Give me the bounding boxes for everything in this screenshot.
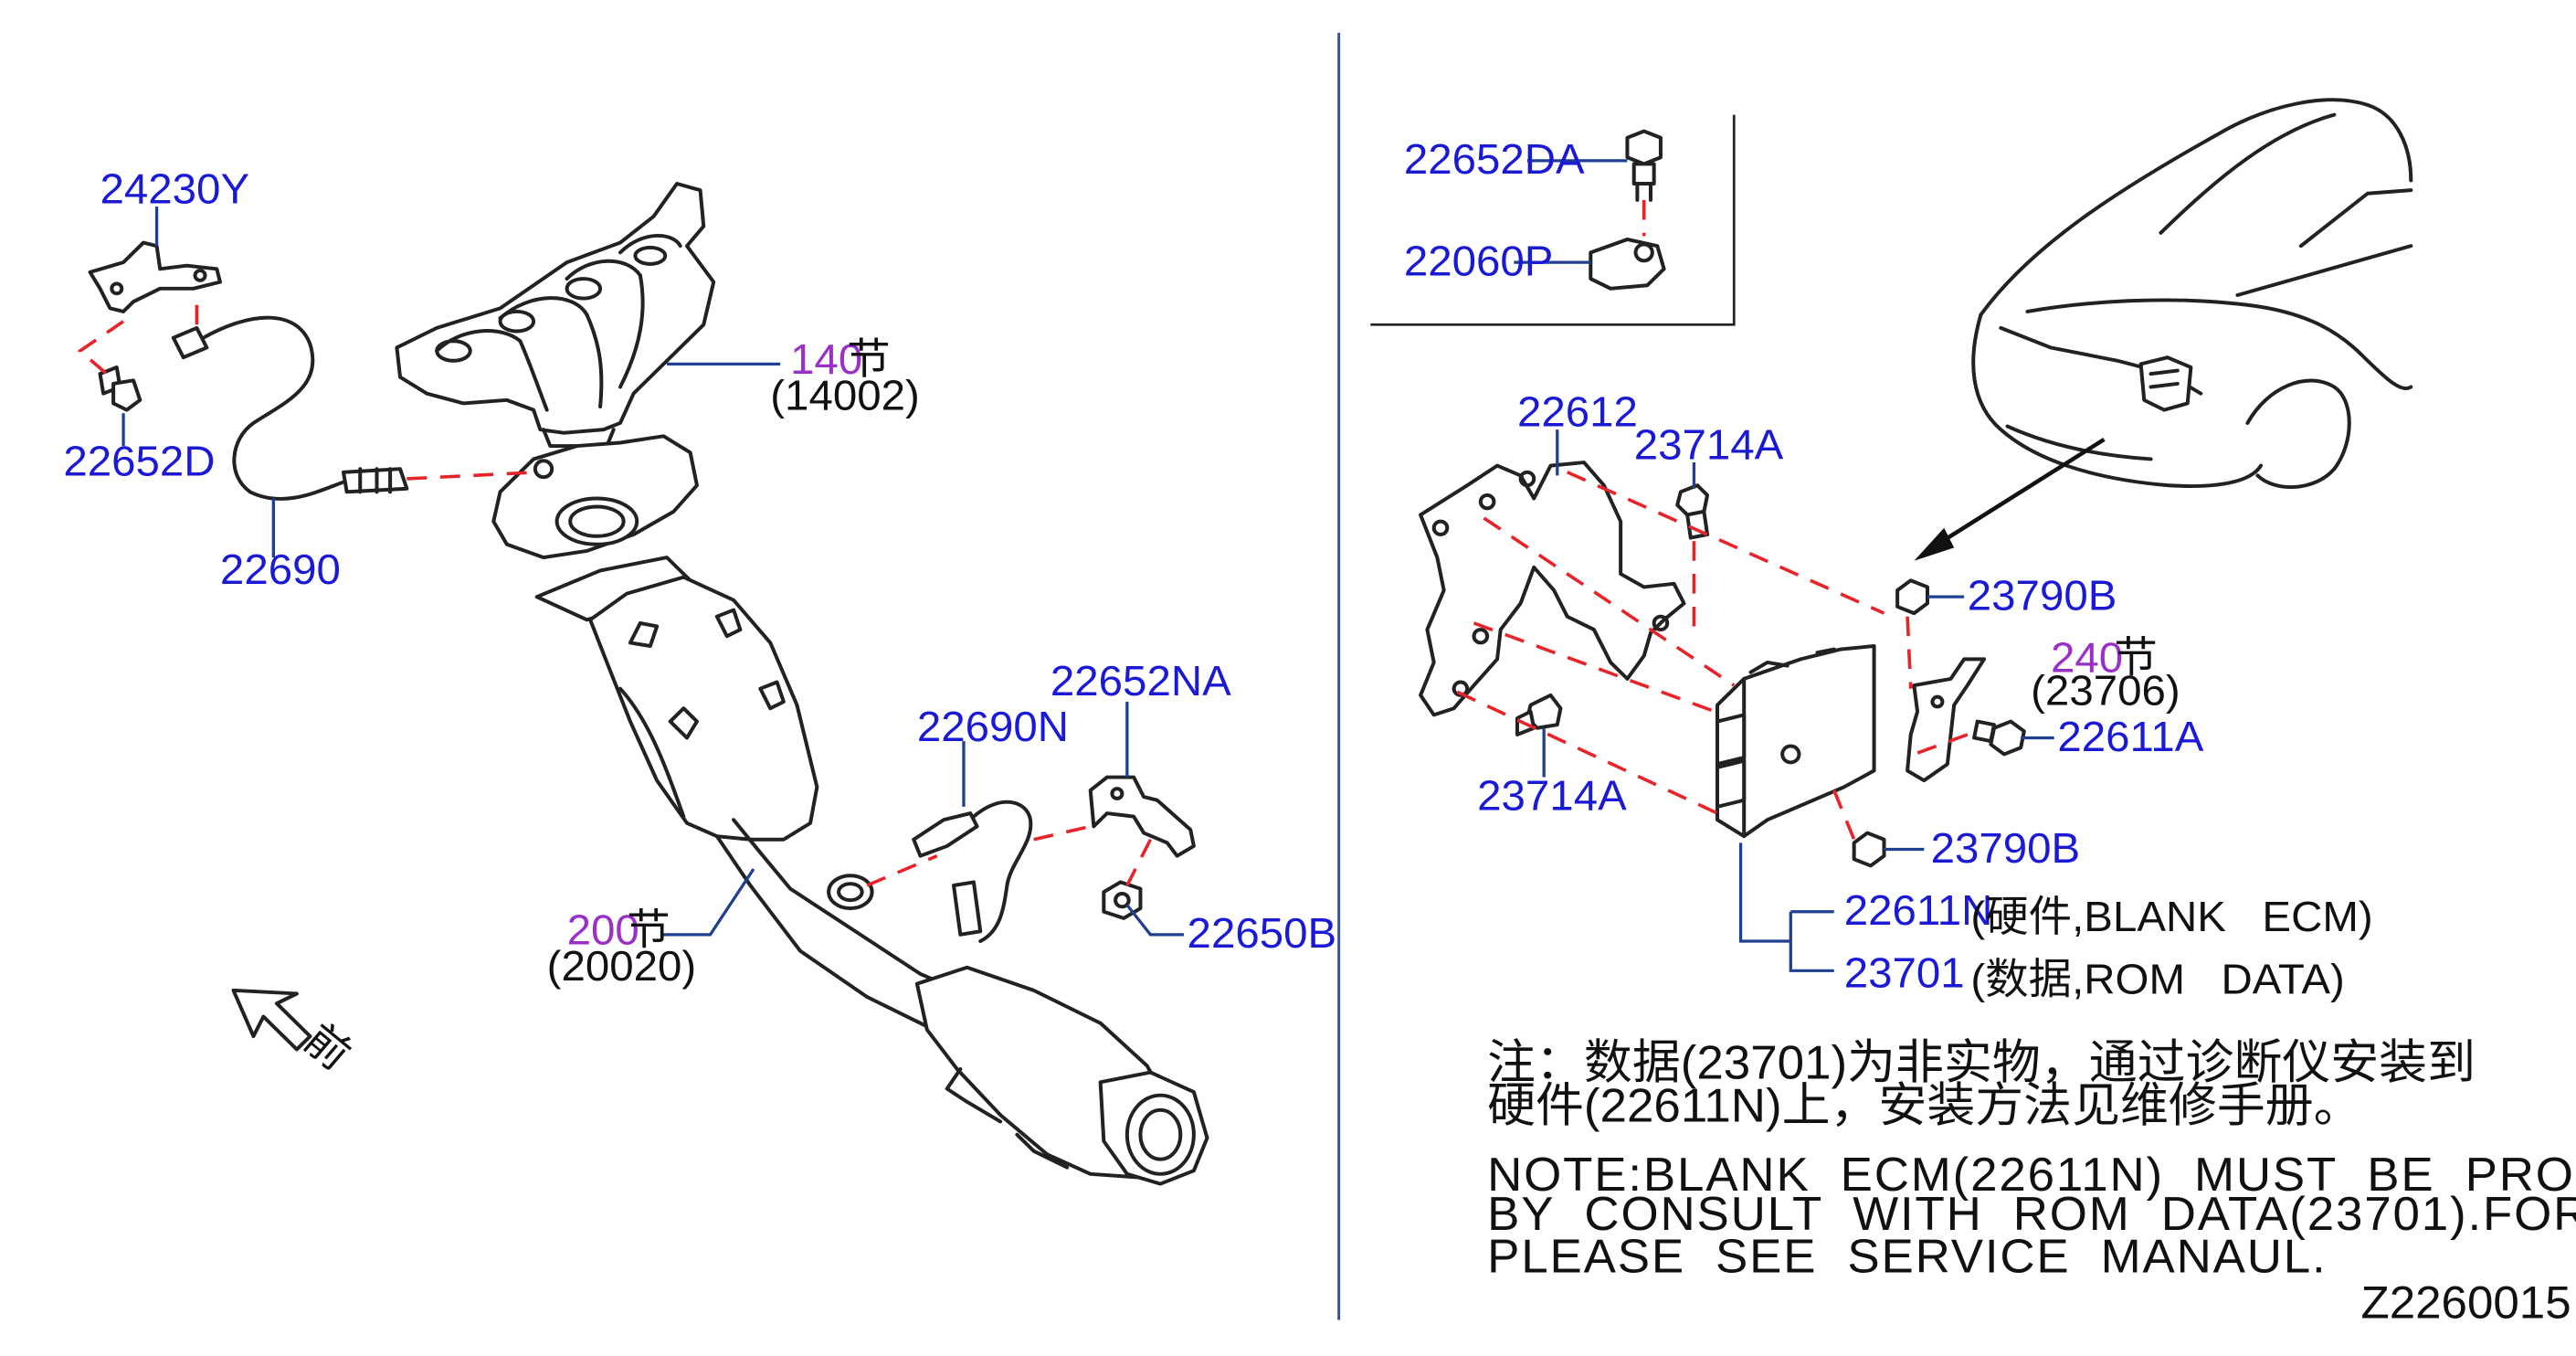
label-23714A-bottom: 23714A — [1477, 771, 1627, 820]
knock-sensor-frame — [1370, 114, 1736, 326]
front-arrow-icon — [231, 988, 312, 1052]
label-23714A-top: 23714A — [1634, 420, 1784, 469]
section-ref-140: 140 — [790, 334, 862, 383]
section-ref-240-code: (23706) — [2031, 666, 2180, 715]
note-cn-line-2: 硬件(22611N)上，安装方法见维修手册。 — [1487, 1079, 2361, 1132]
left-dashed-guides — [77, 304, 1153, 887]
desc-hardware: (硬件,BLANK ECM) — [1970, 893, 2372, 941]
label-22650B: 22650B — [1188, 909, 1337, 958]
desc-rom-data: (数据,ROM DATA) — [1970, 955, 2344, 1003]
exhaust-manifold — [395, 182, 716, 449]
label-22652D: 22652D — [63, 437, 215, 485]
ecm-bracket-22612 — [1419, 461, 1686, 717]
label-22611A: 22611A — [2057, 712, 2204, 760]
label-24230Y: 24230Y — [100, 164, 250, 213]
location-arrow-icon — [1914, 438, 2106, 561]
note-cn-line-1: 注：数据(23701)为非实物，通过诊断仪安装到 — [1487, 1036, 2476, 1089]
label-23790B-top: 23790B — [1968, 571, 2117, 620]
label-22652NA: 22652NA — [1050, 656, 1231, 704]
rear-o2-sensor — [912, 800, 1033, 943]
bolt-23714A-bottom — [1515, 693, 1563, 736]
bolt-22611A — [1972, 719, 2026, 757]
right-dashed-guides — [1456, 471, 1969, 841]
car-location-illustration — [1971, 98, 2413, 490]
section-ref-240-suffix: 节 — [2114, 633, 2157, 682]
diagram-id: Z2260015 — [2361, 1277, 2571, 1329]
label-22690N: 22690N — [917, 702, 1069, 750]
nut-23790B-top — [1895, 578, 1929, 616]
nut-23790B-bottom — [1852, 831, 1886, 868]
knock-sensor-22060P — [1589, 238, 1666, 291]
catalytic-converter — [534, 556, 1209, 1186]
ecm-unit — [1715, 644, 1876, 839]
section-ref-240: 240 — [2051, 633, 2123, 682]
bolt-23714A-top — [1675, 483, 1710, 540]
note-en-line-1: NOTE:BLANK ECM(22611N) MUST BE PROMGRAMM… — [1487, 1148, 2576, 1201]
section-ref-140-code: (14002) — [770, 371, 920, 419]
bolt-22652DA — [1625, 129, 1663, 202]
section-ref-140-suffix: 节 — [847, 334, 890, 383]
manifold-flange — [491, 434, 699, 560]
label-23701: 23701 — [1844, 948, 1965, 997]
sensor-bracket-24230Y — [88, 240, 222, 313]
label-22611N: 22611N — [1844, 885, 1993, 934]
label-22652DA: 22652DA — [1404, 135, 1585, 184]
sensor-bracket-22652NA — [1088, 775, 1196, 858]
label-22060P: 22060P — [1404, 237, 1554, 285]
label-23790B-bottom: 23790B — [1931, 823, 2081, 872]
section-ref-200-suffix: 节 — [627, 906, 670, 954]
label-22690: 22690 — [220, 545, 341, 593]
front-o2-sensor — [171, 315, 409, 501]
side-bracket-23706 — [1906, 657, 1987, 783]
note-en-line-3: PLEASE SEE SERVICE MANAUL. — [1487, 1230, 2327, 1283]
note-en-line-2: BY CONSULT WITH ROM DATA(23701).FOR DETA… — [1487, 1187, 2576, 1240]
right-leaders — [1542, 429, 2054, 972]
section-ref-200-code: (20020) — [547, 941, 697, 990]
section-ref-200: 200 — [567, 906, 639, 954]
front-marker: 前 — [295, 1014, 360, 1078]
bolt-22652D — [98, 365, 143, 412]
label-22612: 22612 — [1517, 387, 1638, 436]
left-leaders — [121, 207, 1184, 937]
